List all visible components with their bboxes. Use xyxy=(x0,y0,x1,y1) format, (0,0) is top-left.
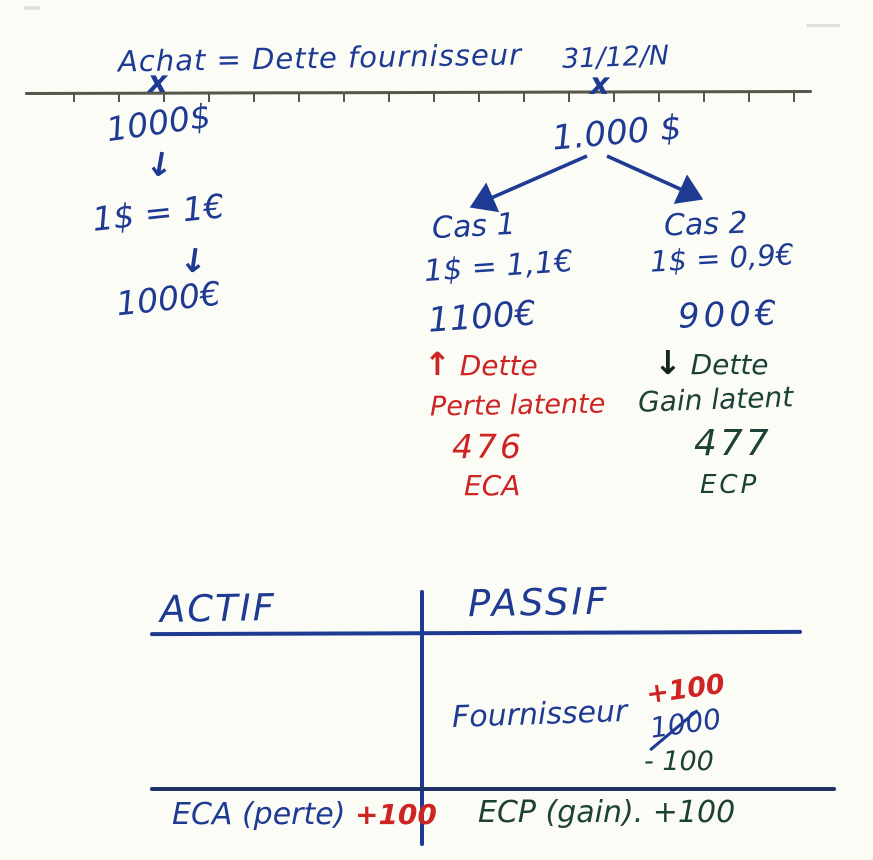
t-account-header-line xyxy=(149,629,803,637)
actif-header: ACTIF xyxy=(159,585,277,632)
branch-arrows xyxy=(469,154,704,213)
timeline-marker-closing: x xyxy=(590,67,610,102)
cas1-debt-effect: ↑ Dette xyxy=(424,348,538,380)
cas1-account-code: ECA xyxy=(464,469,521,502)
cas2-impact-label: Dette xyxy=(690,348,769,381)
ecp-label: ECP (gain). xyxy=(478,795,644,830)
eca-label: ECA (perte) xyxy=(172,797,346,832)
cas2-amount: 900€ xyxy=(677,293,782,337)
scan-smudge xyxy=(806,24,840,27)
cas2-debt-effect: ↓ Dette xyxy=(654,346,769,379)
cas1-impact-label: Dette xyxy=(459,349,538,382)
purchase-amount-usd: 1000$ xyxy=(103,95,214,150)
cas2-result: Gain latent xyxy=(637,380,794,419)
arrow-to-cas2 xyxy=(606,154,704,204)
purchase-amount-eur: 1000€ xyxy=(114,273,223,324)
down-arrow-icon: ↓ xyxy=(177,239,211,282)
timeline-ticks xyxy=(30,93,810,102)
scan-smudge xyxy=(24,6,40,10)
timeline-marker-purchase: x xyxy=(148,65,168,100)
fournisseur-label: Fournisseur xyxy=(451,693,628,736)
t-account-divider-line xyxy=(420,590,424,846)
cas1-result: Perte latente xyxy=(429,388,606,423)
cas1-title: Cas 1 xyxy=(431,206,517,247)
t-account-bottom-line xyxy=(150,787,836,791)
up-arrow-icon: ↑ xyxy=(424,345,451,383)
closing-date-label: 31/12/N xyxy=(561,40,670,75)
eca-value: +100 xyxy=(354,798,437,831)
cas1-account-number: 476 xyxy=(452,427,524,466)
cas2-account-number: 477 xyxy=(694,423,772,464)
fournisseur-original-crossed: 1000 xyxy=(648,702,723,752)
passif-header: PASSIF xyxy=(467,579,611,626)
ecp-result-row: ECP (gain). +100 xyxy=(478,798,735,828)
down-arrow-icon: ↓ xyxy=(654,343,682,382)
cas1-rate: 1$ = 1,1€ xyxy=(422,243,575,290)
ecp-value: +100 xyxy=(652,795,736,830)
eca-result-row: ECA (perte) +100 xyxy=(172,800,437,830)
purchase-rate: 1$ = 1€ xyxy=(90,186,227,239)
cas2-account-code: ECP xyxy=(700,470,760,500)
page-title: Achat = Dette fournisseur xyxy=(117,37,523,79)
down-arrow-icon: ↓ xyxy=(142,142,177,187)
cas1-amount: 1100€ xyxy=(426,293,538,341)
cas2-rate: 1$ = 0,9€ xyxy=(649,237,795,279)
fournisseur-decrease: - 100 xyxy=(644,746,714,777)
arrow-to-cas1 xyxy=(469,154,588,213)
cas2-title: Cas 2 xyxy=(663,205,749,244)
